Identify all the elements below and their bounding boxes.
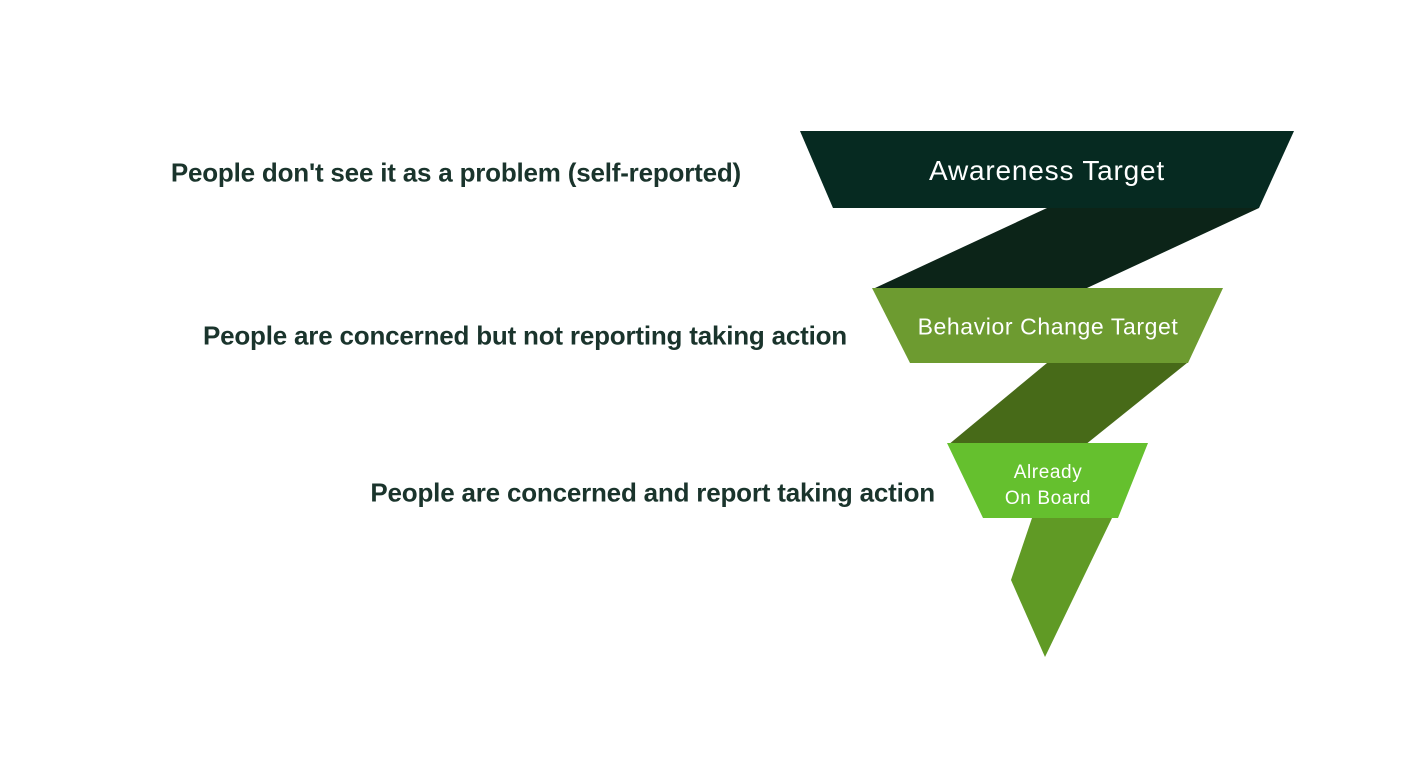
side-label-behavior-change: People are concerned but not reporting t…	[202, 320, 847, 351]
funnel-tier-3-label-line-1: Already	[1014, 462, 1083, 483]
funnel-tier-3-label-line-2: On Board	[1005, 488, 1091, 509]
funnel-connector-2-shape	[948, 363, 1187, 445]
side-label-already-on-board: People are concerned and report taking a…	[370, 477, 935, 508]
funnel-tier-1-shape	[800, 131, 1294, 208]
funnel-tier-1-label: Awareness Target	[929, 155, 1165, 186]
funnel-tier-2-shape	[872, 288, 1223, 363]
funnel-tier-2-label: Behavior Change Target	[918, 313, 1179, 339]
funnel-tier-3-shape	[947, 443, 1148, 518]
side-label-awareness: People don't see it as a problem (self-r…	[170, 157, 741, 188]
funnel-tail-shape	[1011, 518, 1112, 657]
funnel-connector-1-shape	[875, 208, 1259, 288]
